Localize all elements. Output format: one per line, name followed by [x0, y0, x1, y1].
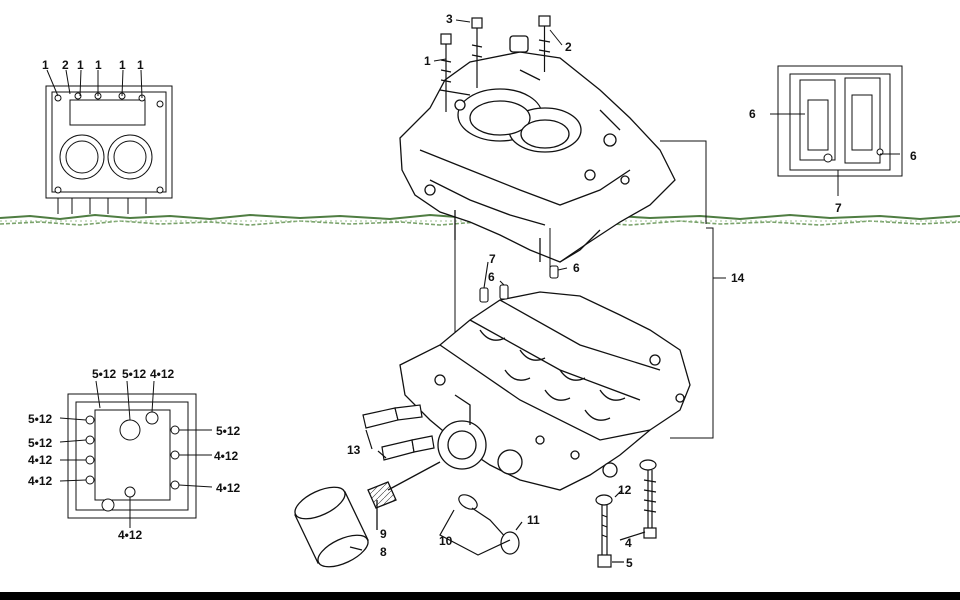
tl-callout-1c: 1: [95, 58, 102, 72]
callout-14: 14: [731, 271, 745, 285]
callout-8: 8: [380, 545, 387, 559]
bl-callout-b1: 4•12: [118, 528, 143, 542]
bl-callout-r1: 5•12: [216, 424, 241, 438]
bl-callout-t2: 5•12: [122, 367, 147, 381]
bl-callout-t1: 5•12: [92, 367, 117, 381]
bl-callout-l2: 5•12: [28, 436, 53, 450]
tr-callout-7: 7: [835, 201, 842, 215]
bottom-left-view: [59, 380, 213, 528]
callout-9: 9: [380, 527, 387, 541]
tr-callout-6a: 6: [749, 107, 756, 121]
bl-callout-l4: 4•12: [28, 474, 53, 488]
top-left-view: [45, 69, 173, 214]
bl-callout-l1: 5•12: [28, 412, 53, 426]
tr-callout-6b: 6: [910, 149, 917, 163]
lower-crankcase: [399, 291, 691, 491]
callout-1: 1: [424, 54, 431, 68]
callout-3: 3: [446, 12, 453, 26]
callout-13: 13: [347, 443, 361, 457]
oil-fittings: [362, 404, 435, 461]
callout-11: 11: [527, 513, 540, 527]
bl-callout-t3: 4•12: [150, 367, 175, 381]
dipstick: [439, 494, 523, 556]
upper-bolts: [440, 15, 551, 112]
callout-7: 7: [489, 252, 496, 266]
long-bolts: [595, 459, 657, 568]
callout-6-right: 6: [573, 261, 580, 275]
tl-callout-1a: 1: [42, 58, 49, 72]
tl-callout-1e: 1: [137, 58, 144, 72]
dowel-pins: [479, 261, 568, 303]
bl-callout-l3: 4•12: [28, 453, 53, 467]
upper-crankcase: [399, 35, 676, 263]
callout-10: 10: [439, 534, 453, 548]
bl-callout-r3: 4•12: [216, 481, 241, 495]
bottom-bar: [0, 592, 960, 600]
callout-4: 4: [625, 536, 632, 550]
callout-6-left: 6: [488, 270, 495, 284]
bl-callout-r2: 4•12: [214, 449, 239, 463]
callout-5: 5: [626, 556, 633, 570]
callout-2: 2: [565, 40, 572, 54]
top-right-view: [770, 65, 903, 196]
callout-12: 12: [618, 483, 632, 497]
oil-filter: [294, 461, 441, 568]
tl-callout-1d: 1: [119, 58, 126, 72]
tl-callout-1b: 1: [77, 58, 84, 72]
tl-callout-2: 2: [62, 58, 69, 72]
